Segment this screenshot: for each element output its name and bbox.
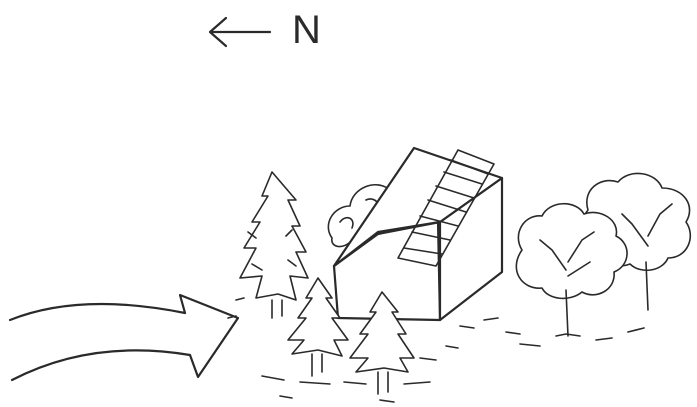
deciduous-tree-front [516, 204, 627, 336]
conifer-tree-back [240, 172, 308, 318]
solar-greenhouse-building [334, 148, 502, 320]
wind-arrow-icon [10, 295, 238, 380]
north-label: N [292, 8, 321, 52]
north-arrow-icon [210, 18, 270, 46]
